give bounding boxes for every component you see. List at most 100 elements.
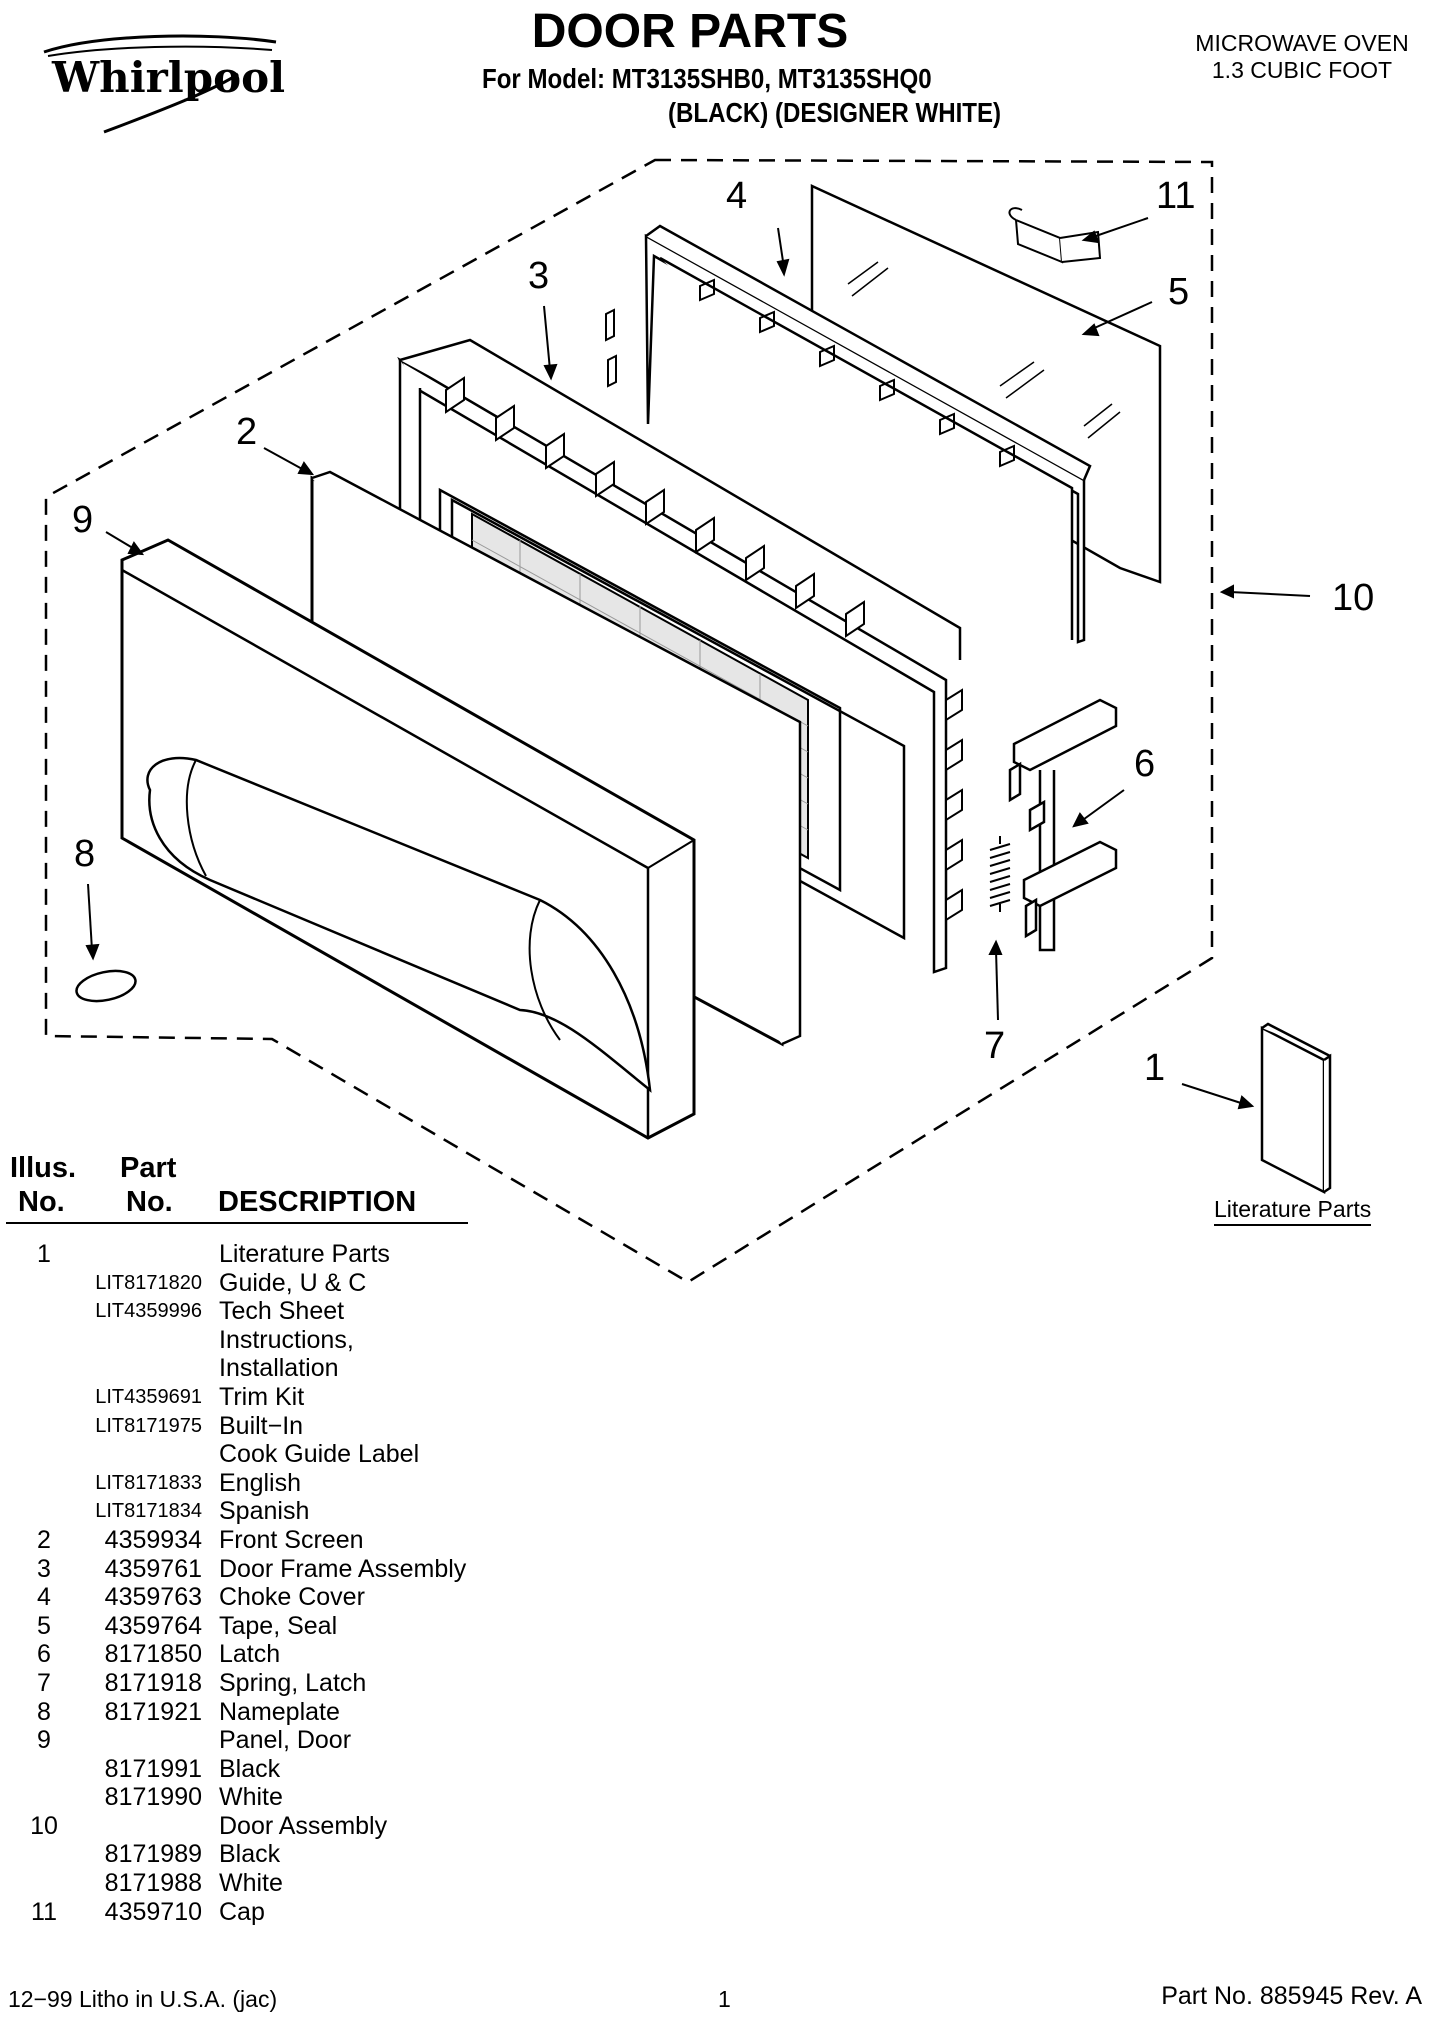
literature-parts-caption: Literature Parts: [1214, 1196, 1372, 1226]
callout-11: 11: [1156, 175, 1196, 217]
description-cell: Cook Guide Label: [219, 1440, 420, 1469]
callout-10: 10: [1332, 577, 1375, 619]
product-type: MICROWAVE OVEN: [1195, 30, 1409, 56]
description-cell: Installation: [219, 1354, 339, 1383]
table-row: Cook Guide Label: [0, 1440, 600, 1469]
table-row: 7 8171918 Spring, Latch: [0, 1669, 600, 1698]
description-cell: Nameplate: [219, 1697, 340, 1726]
illus-no-cell: 10: [30, 1811, 58, 1840]
illus-no-cell: 9: [37, 1726, 51, 1755]
table-row: Instructions,: [0, 1326, 600, 1355]
table-row: 9 Panel, Door: [0, 1726, 600, 1755]
part-no-cell: 4359934: [104, 1525, 202, 1554]
description-cell: Door Assembly: [219, 1811, 388, 1840]
callout-5: 5: [1168, 271, 1190, 313]
description-cell: Instructions,: [219, 1325, 354, 1354]
description-cell: Black: [219, 1840, 281, 1869]
table-row: LIT4359691 Trim Kit: [0, 1383, 600, 1412]
part-no-cell: 4359761: [104, 1554, 202, 1583]
table-row: 11 4359710 Cap: [0, 1898, 600, 1927]
callout-2: 2: [236, 411, 258, 453]
page-title: DOOR PARTS: [531, 5, 849, 58]
part-no-cell: 4359764: [104, 1611, 202, 1640]
part-no-cell: 8171850: [104, 1640, 202, 1669]
print-info: 12−99 Litho in U.S.A. (jac): [8, 1986, 278, 2012]
document-part-number: Part No. 885945 Rev. A: [1161, 1982, 1422, 2010]
description-cell: Literature Parts: [219, 1240, 390, 1268]
table-row: 8171988 White: [0, 1869, 600, 1898]
callout-9: 9: [72, 499, 94, 541]
table-row: 3 4359761 Door Frame Assembly: [0, 1555, 600, 1584]
header-part-no: Part: [120, 1152, 177, 1184]
part-no-cell: 8171918: [104, 1668, 202, 1697]
table-row: 8 8171921 Nameplate: [0, 1698, 600, 1727]
part-no-cell: LIT4359996: [95, 1300, 202, 1323]
part-no-cell: 8171990: [104, 1783, 202, 1812]
header-part-no-2: No.: [126, 1186, 173, 1218]
table-row: Installation: [0, 1354, 600, 1383]
callout-8: 8: [74, 833, 96, 875]
callout-4: 4: [726, 175, 748, 217]
part-no-cell: 8171921: [104, 1697, 202, 1726]
description-cell: Black: [219, 1754, 281, 1783]
illus-no-cell: 11: [31, 1897, 57, 1926]
description-cell: White: [219, 1869, 283, 1898]
illus-no-cell: 5: [37, 1611, 51, 1640]
callout-3: 3: [528, 255, 550, 297]
description-cell: Tape, Seal: [219, 1611, 338, 1640]
part-no-cell: LIT8171820: [95, 1271, 202, 1294]
product-size: 1.3 CUBIC FOOT: [1211, 57, 1393, 83]
header-divider: [6, 1222, 468, 1224]
color-line: (BLACK) (DESIGNER WHITE): [668, 97, 1002, 128]
illus-no-cell: 7: [37, 1668, 51, 1697]
table-row: LIT4359996 Tech Sheet: [0, 1297, 600, 1326]
callout-1: 1: [1144, 1047, 1166, 1089]
description-cell: Spring, Latch: [219, 1668, 367, 1697]
part-no-cell: 4359710: [104, 1897, 202, 1926]
description-cell: Spanish: [219, 1497, 310, 1526]
table-row: LIT8171975 Built−In: [0, 1412, 600, 1441]
exploded-door-diagram: R: [0, 150, 1434, 1290]
table-row: 5 4359764 Tape, Seal: [0, 1612, 600, 1641]
callout-7: 7: [984, 1025, 1006, 1067]
description-cell: Trim Kit: [219, 1382, 305, 1411]
part-no-cell: 8171988: [104, 1869, 202, 1898]
page-number: 1: [718, 1986, 731, 2012]
illus-no-cell: 4: [37, 1583, 51, 1612]
description-cell: Tech Sheet: [219, 1297, 345, 1326]
header-description: DESCRIPTION: [218, 1186, 417, 1218]
description-cell: Built−In: [219, 1411, 304, 1440]
table-row: 10 Door Assembly: [0, 1812, 600, 1841]
table-row: 8171989 Black: [0, 1840, 600, 1869]
header-illus-no: Illus.: [10, 1152, 77, 1184]
illus-no-cell: 2: [37, 1525, 51, 1554]
description-cell: Door Frame Assembly: [219, 1554, 467, 1583]
illus-no-cell: 6: [37, 1640, 51, 1669]
table-row: LIT8171833 English: [0, 1469, 600, 1498]
part-no-cell: LIT8171975: [95, 1414, 202, 1437]
description-cell: Choke Cover: [219, 1583, 365, 1612]
table-row: 8171990 White: [0, 1783, 600, 1812]
table-row: 1 Literature Parts: [0, 1240, 600, 1269]
description-cell: White: [219, 1783, 283, 1812]
description-cell: Front Screen: [219, 1525, 364, 1554]
description-cell: Cap: [219, 1897, 265, 1926]
callout-6: 6: [1134, 743, 1156, 785]
table-row: LIT8171834 Spanish: [0, 1497, 600, 1526]
part-no-cell: LIT4359691: [95, 1385, 202, 1408]
model-line: For Model: MT3135SHB0, MT3135SHQ0: [482, 63, 932, 94]
brand-wordmark: Whirlpool: [51, 53, 285, 102]
cap-part: R: [1008, 207, 1102, 264]
description-cell: Panel, Door: [219, 1726, 352, 1755]
illus-no-cell: 8: [37, 1697, 51, 1726]
illus-no-cell: 1: [37, 1240, 51, 1268]
description-cell: English: [219, 1468, 301, 1497]
illus-no-cell: 3: [37, 1554, 51, 1583]
description-cell: Latch: [219, 1640, 281, 1669]
part-no-cell: LIT8171834: [95, 1500, 202, 1523]
part-no-cell: 8171989: [104, 1840, 202, 1869]
part-no-cell: LIT8171833: [95, 1471, 202, 1494]
